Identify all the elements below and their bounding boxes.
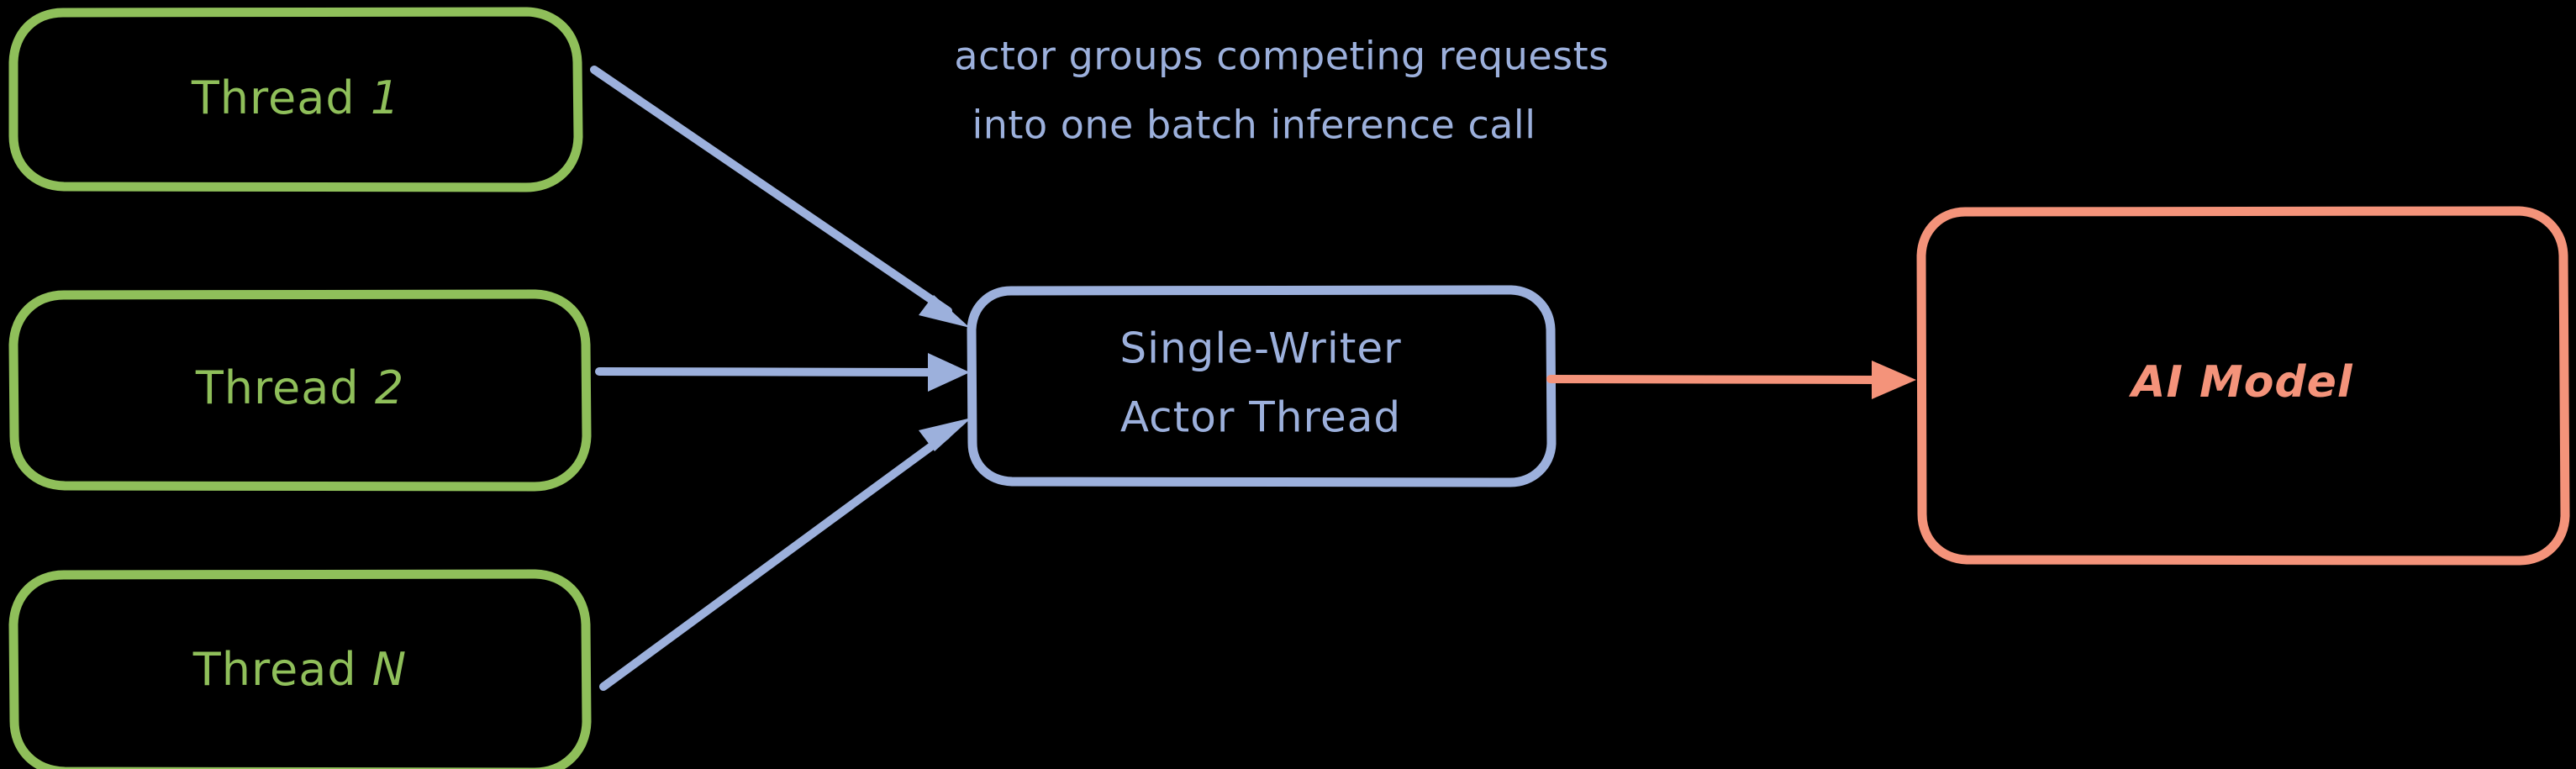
node-thread-n[interactable]: Thread N — [8, 569, 592, 769]
thread-n-label: Thread N — [192, 643, 407, 696]
node-thread-1[interactable]: Thread 1 — [8, 7, 583, 192]
caption-line-1: actor groups competing requests — [954, 34, 1609, 79]
edge-thread-1-line — [590, 66, 952, 315]
edge-thread-n-to-actor — [599, 418, 972, 691]
node-ai-model[interactable]: AI Model — [1916, 206, 2570, 566]
thread-1-box-outline — [8, 7, 583, 192]
edge-actor-to-ai-model — [1546, 361, 1916, 399]
edge-actor-model-line — [1546, 375, 1885, 384]
edge-thread-1-arrowhead — [919, 295, 970, 328]
node-thread-2[interactable]: Thread 2 — [8, 289, 592, 492]
edge-actor-model-arrowhead — [1872, 361, 1916, 399]
actor-thread-label-line2: Actor Thread — [1120, 393, 1401, 442]
ai-model-label: AI Model — [2128, 357, 2353, 408]
edge-thread-1-to-actor — [590, 66, 970, 328]
actor-thread-label-line1: Single-Writer — [1119, 324, 1401, 373]
edge-thread-2-line — [595, 367, 944, 377]
caption-line-2: into one batch inference call — [972, 103, 1536, 148]
edge-thread-2-arrowhead — [928, 353, 970, 392]
thread-2-label: Thread 2 — [195, 361, 404, 414]
thread-1-label: Thread 1 — [191, 71, 400, 124]
actor-thread-box-outline — [967, 285, 1557, 487]
edge-thread-2-to-actor — [595, 353, 970, 392]
thread-n-box-outline — [8, 569, 592, 769]
actor-grouping-caption: actor groups competing requests into one… — [954, 34, 1609, 148]
thread-2-box-outline — [8, 289, 592, 492]
node-actor-thread[interactable]: Single-Writer Actor Thread — [967, 285, 1557, 487]
edge-thread-n-line — [599, 431, 951, 691]
ai-model-box-outline — [1916, 206, 2570, 566]
edge-thread-n-arrowhead — [919, 418, 972, 451]
